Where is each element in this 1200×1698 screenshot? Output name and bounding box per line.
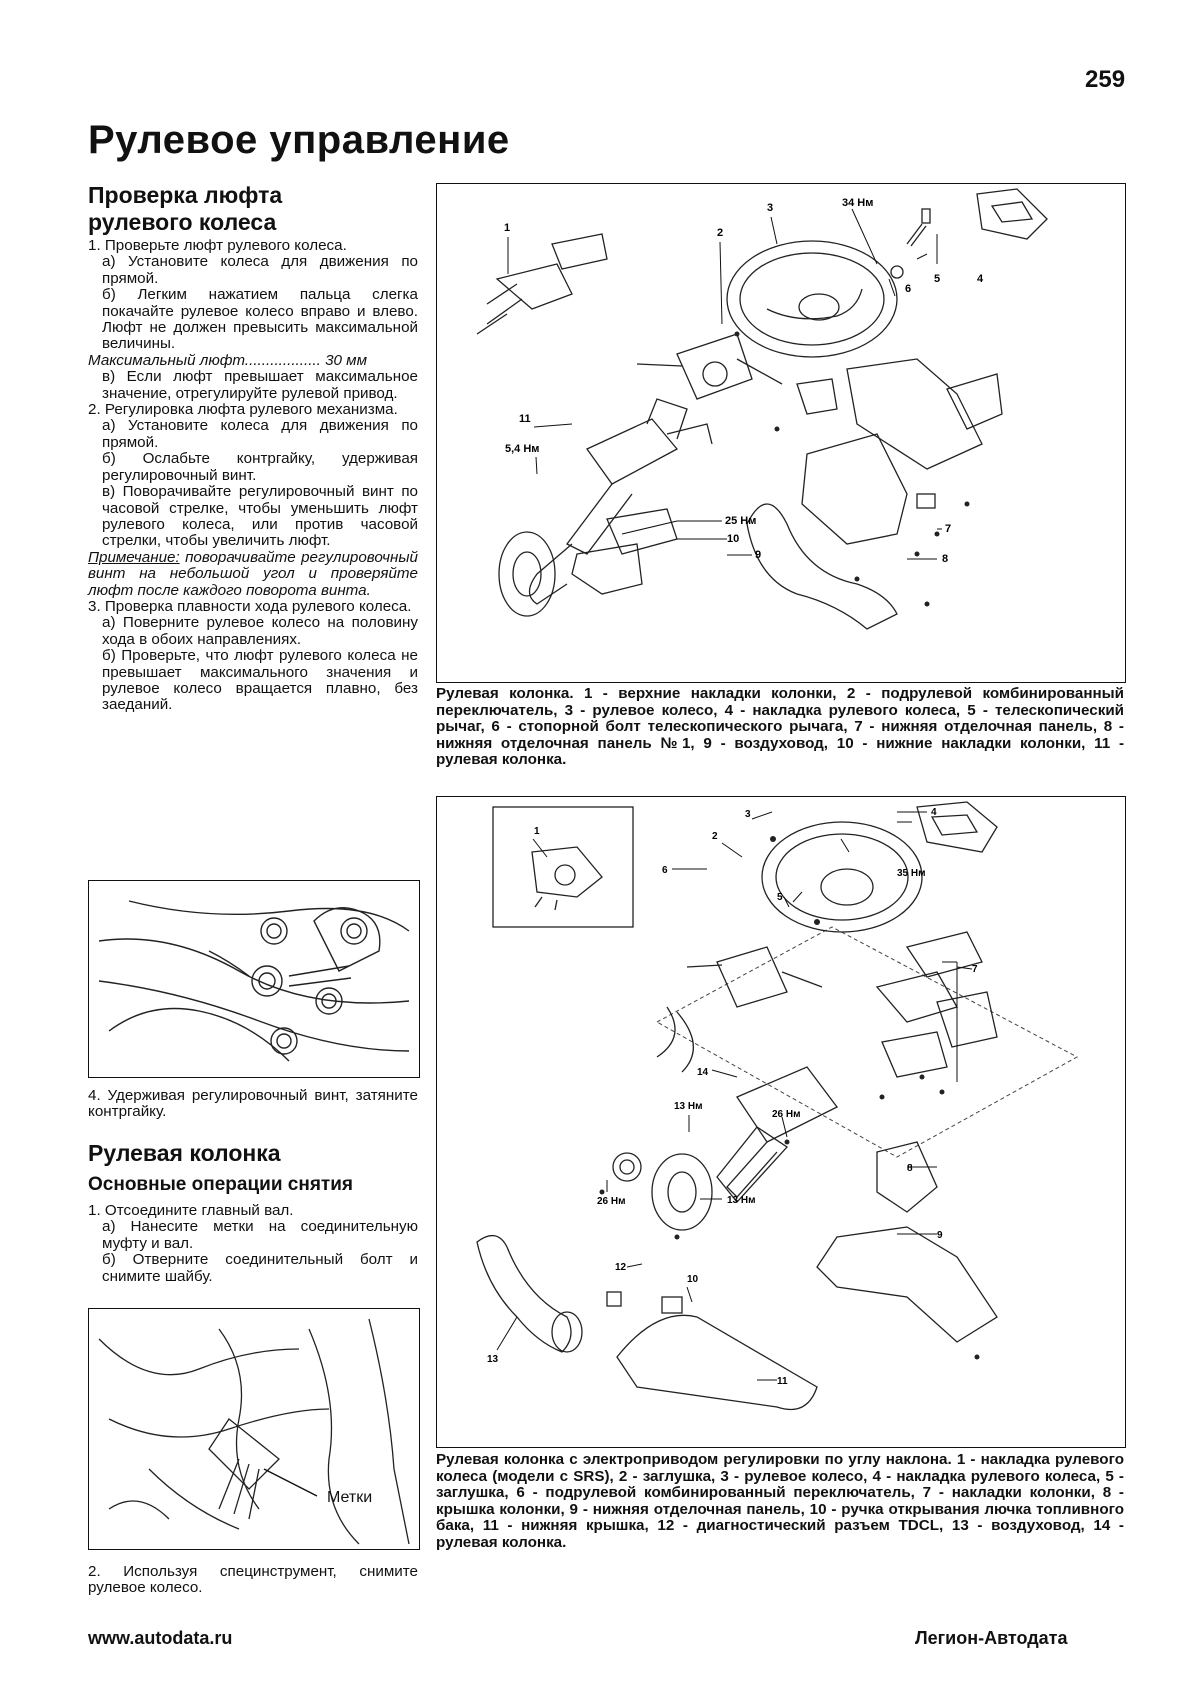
label2-1: 1: [534, 826, 540, 837]
tilt-column-exploded-view: 1 2 3 4 35 Нм 6 5 7 14 13 Нм 26 Нм 26 Нм…: [476, 801, 1079, 1411]
page-number: 259: [1085, 66, 1126, 93]
label2-26nm-a: 26 Нм: [772, 1109, 801, 1120]
para-1b: б) Легким нажатием пальца слегка покачай…: [102, 286, 418, 353]
para-3a: а) Поверните рулевое колесо на половину …: [102, 614, 418, 648]
label2-4: 4: [931, 807, 937, 818]
steering-column-exploded-view: 1 2 3 34 Нм 4 5 6 11 5,4 Нм 25 Нм 10 9 8…: [476, 188, 1048, 630]
label2-8: 8: [907, 1163, 913, 1174]
section-title-playcheck: Проверка люфта рулевого колеса: [88, 182, 283, 235]
air-duct: [746, 503, 898, 630]
note: Примечание: поворачивайте регулировочный…: [88, 548, 418, 599]
label2-5: 5: [777, 892, 783, 903]
figure-steering-column: 1 2 3 34 Нм 4 5 6 11 5,4 Нм 25 Нм 10 9 8…: [436, 183, 1126, 683]
para-2c: в) Поворачивайте регулировочный винт по …: [102, 483, 418, 550]
max-play-spec: Максимальный люфт.................. 30 м…: [88, 351, 368, 369]
label2-11: 11: [777, 1376, 788, 1387]
label-1: 1: [504, 222, 510, 234]
rem-para-1: 1. Отсоедините главный вал.: [88, 1202, 294, 1219]
page-title: Рулевое управление: [88, 118, 510, 162]
upper-cover-left: [495, 263, 573, 310]
steering-wheel-rim: [726, 240, 898, 358]
para-1: 1. Проверьте люфт рулевого колеса.: [88, 237, 347, 254]
note-text: поворачивайте регулировочный винт на неб…: [88, 548, 418, 599]
label-2: 2: [717, 227, 723, 239]
section-subtitle-removal: Основные операции снятия: [88, 1174, 353, 1195]
section2-text: 1. Отсоедините главный вал. а) Нанесите …: [88, 1202, 418, 1285]
figure-adjusting-screw: [88, 880, 420, 1078]
figure-coupling-marks: Метки: [88, 1308, 420, 1550]
label-11: 11: [519, 413, 531, 425]
label2-26nm-b: 26 Нм: [597, 1196, 626, 1207]
label-6: 6: [905, 283, 911, 295]
section1-text: 1. Проверьте люфт рулевого колеса. а) Ус…: [88, 237, 418, 714]
label2-13nm-b: 13 Нм: [727, 1195, 756, 1206]
label2-10: 10: [687, 1274, 699, 1285]
label2-13: 13: [487, 1354, 499, 1365]
rem-para-1b: б) Отверните соединительный болт и сними…: [102, 1251, 418, 1285]
label2-35nm: 35 Нм: [897, 868, 926, 879]
footer-website: www.autodata.ru: [88, 1628, 233, 1648]
label2-7: 7: [972, 964, 978, 975]
figure1-caption: Рулевая колонка. 1 - верхние накладки ко…: [436, 685, 1124, 769]
label2-14: 14: [697, 1067, 709, 1078]
label-54nm: 5,4 Нм: [505, 443, 539, 455]
adjusting-screw-drawing: [98, 900, 410, 1062]
label2-3: 3: [745, 809, 751, 820]
rem-para-1a: а) Нанесите метки на соединительную муфт…: [102, 1218, 418, 1252]
label-3: 3: [767, 202, 773, 214]
coupling-marks-drawing: [98, 1318, 410, 1545]
para-4: 4. Удерживая регулировочный винт, затяни…: [88, 1087, 418, 1121]
figure-tilt-column: 1 2 3 4 35 Нм 6 5 7 14 13 Нм 26 Нм 26 Нм…: [436, 796, 1126, 1448]
label2-13nm-a: 13 Нм: [674, 1101, 703, 1112]
para-3b: б) Проверьте, что люфт рулевого колеса н…: [102, 647, 418, 714]
marks-label: Метки: [327, 1489, 373, 1506]
note-label: Примечание:: [88, 548, 180, 566]
label-7: 7: [945, 523, 951, 535]
label-5: 5: [934, 273, 940, 285]
para-2a: а) Установите колеса для движения по пря…: [102, 417, 418, 451]
figure2-caption: Рулевая колонка с электроприводом регули…: [436, 1451, 1124, 1551]
para-2b: б) Ослабьте контргайку, удерживая регули…: [102, 450, 418, 484]
marks-leader-line: [263, 1468, 318, 1497]
para-2: 2. Регулировка люфта рулевого механизма.: [88, 401, 398, 419]
label-25nm: 25 Нм: [725, 515, 756, 527]
label2-12: 12: [615, 1262, 627, 1273]
label2-2: 2: [712, 831, 718, 842]
para-3: 3. Проверка плавности хода рулевого коле…: [88, 597, 412, 615]
label-8: 8: [942, 553, 948, 565]
footer-publisher: Легион-Автодата: [915, 1628, 1068, 1648]
label-10: 10: [727, 533, 739, 545]
label-34nm: 34 Нм: [842, 197, 873, 209]
label2-9: 9: [937, 1230, 943, 1241]
label-4: 4: [977, 273, 984, 285]
label2-6: 6: [662, 865, 668, 876]
section-title-column: Рулевая колонка: [88, 1140, 281, 1166]
para-1c: в) Если люфт превышает максимальное знач…: [102, 368, 418, 402]
rem-para-2: 2. Используя специнструмент, снимите рул…: [88, 1563, 418, 1597]
para-1a: а) Установите колеса для движения по пря…: [102, 253, 418, 287]
label-9: 9: [755, 549, 761, 561]
